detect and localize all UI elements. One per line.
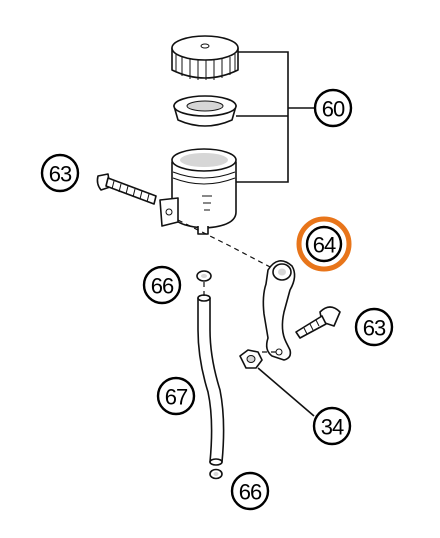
nut	[239, 349, 263, 369]
callout-hose: 67	[156, 376, 196, 416]
callout-bracket-highlighted: 64	[296, 216, 352, 272]
mounting-bracket	[262, 260, 296, 361]
bolt-upper	[96, 173, 157, 205]
hose-clamp-upper	[196, 270, 212, 282]
hose-clamp-lower	[209, 468, 223, 480]
svg-text:60: 60	[322, 97, 345, 122]
callout-bolt-upper: 63	[40, 153, 80, 193]
svg-text:63: 63	[49, 162, 72, 187]
callout-reservoir-assembly: 60	[313, 88, 353, 128]
leader-lines	[177, 51, 315, 417]
callout-bolt-lower: 63	[354, 307, 394, 347]
svg-text:63: 63	[363, 316, 386, 341]
svg-text:34: 34	[321, 415, 344, 440]
hose	[197, 294, 225, 466]
svg-text:66: 66	[151, 274, 174, 299]
callout-clamp-lower: 66	[230, 471, 270, 511]
reservoir-cap	[171, 35, 239, 80]
svg-text:67: 67	[165, 385, 188, 410]
reservoir-body	[159, 148, 237, 235]
bolt-lower	[295, 306, 341, 339]
svg-text:66: 66	[239, 480, 262, 505]
callout-nut: 34	[312, 406, 352, 446]
callout-clamp-upper: 66	[142, 265, 182, 305]
svg-text:64: 64	[313, 233, 336, 258]
reservoir-diaphragm	[173, 95, 237, 127]
